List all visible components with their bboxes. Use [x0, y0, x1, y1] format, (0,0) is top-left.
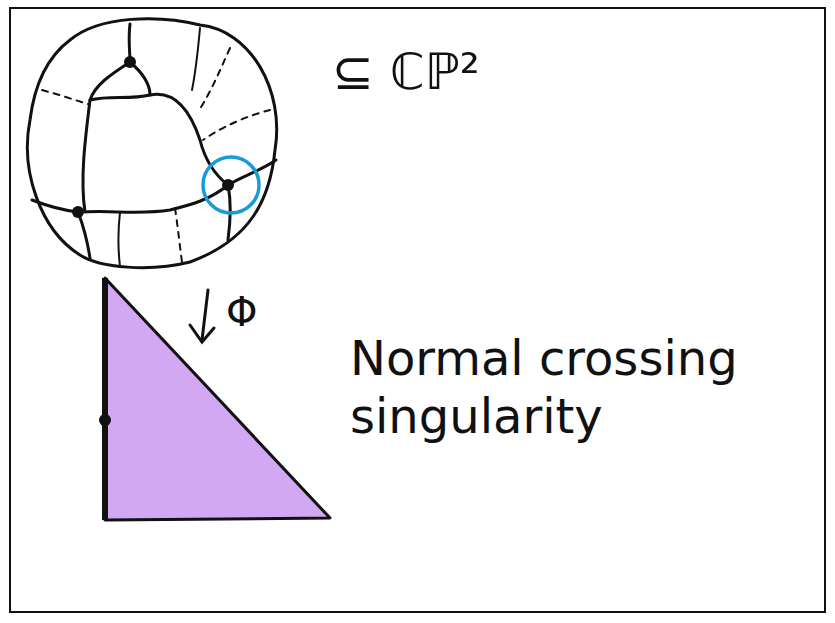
edge-point	[99, 414, 111, 426]
highlight-circle	[203, 157, 259, 213]
map-arrow	[190, 290, 214, 342]
singularity-note: Normal crossing singularity	[350, 330, 810, 445]
thick-edge	[102, 278, 108, 520]
ambient-space-label: ⊆ ℂℙ²	[332, 42, 480, 102]
crossing-points	[72, 56, 234, 218]
frame	[10, 8, 825, 612]
map-label: Φ	[226, 288, 257, 336]
moment-triangle	[105, 278, 330, 520]
toric-surface	[27, 19, 276, 268]
